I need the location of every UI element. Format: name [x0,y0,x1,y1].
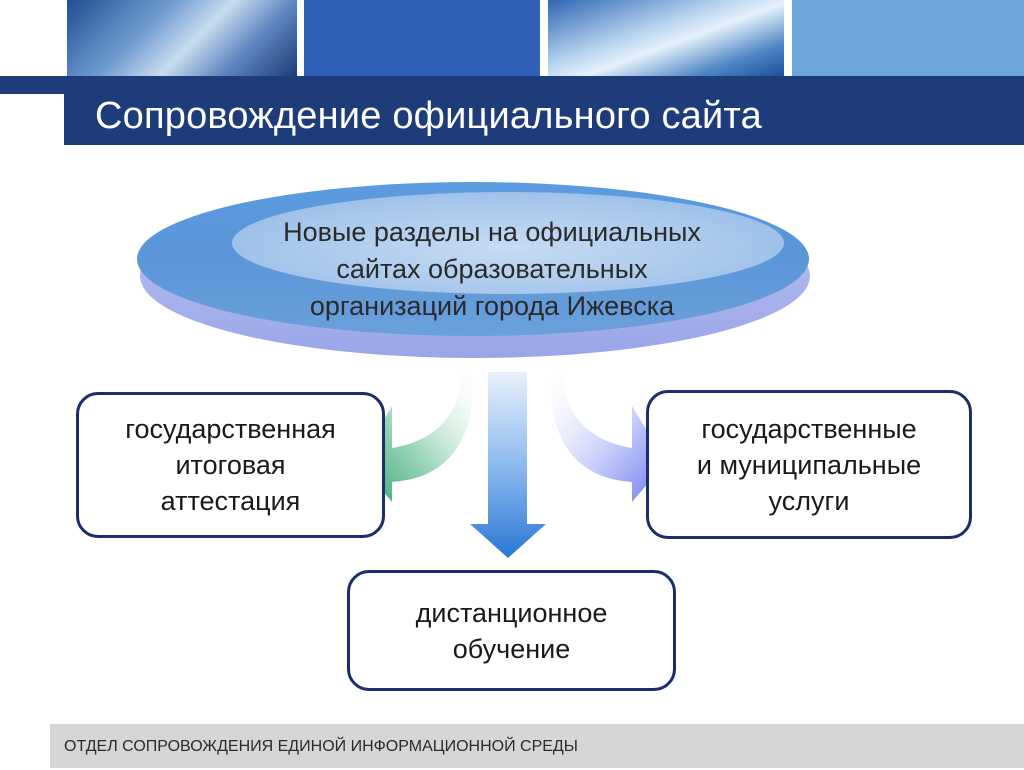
node-label: государственные и муниципальные услуги [696,413,922,516]
central-node-line: Новые разделы на официальных [283,217,701,247]
central-node-line: организаций города Ижевска [309,291,675,321]
central-node-line: сайтах образовательных [336,254,648,284]
arrow-to-right-node [551,368,666,502]
ellipse-highlight [232,192,784,294]
arrow-to-left-node [358,368,473,502]
central-node-text: Новые разделы на официальных сайтах обра… [212,214,772,325]
title-bar [64,76,1024,145]
node-distance-learning: дистанционное обучение [347,570,676,691]
header-photo-buildings [548,0,784,76]
header-photo-hands [67,0,297,76]
header-color-block [304,0,540,76]
node-label: государственная итоговая аттестация [125,414,336,516]
footer-bar [50,724,1024,768]
footer-text: ОТДЕЛ СОПРОВОЖДЕНИЯ ЕДИНОЙ ИНФОРМАЦИОННО… [64,738,578,755]
arrow-to-bottom-node [470,372,546,558]
node-state-municipal-services: государственные и муниципальные услуги [646,390,972,539]
node-label: дистанционное обучение [415,597,608,664]
slide-title: Сопровождение официального сайта [95,95,762,137]
node-state-final-attestation: государственная итоговая аттестация [76,392,385,538]
header-color-block [792,0,1024,76]
header-accent-bar [0,76,68,94]
